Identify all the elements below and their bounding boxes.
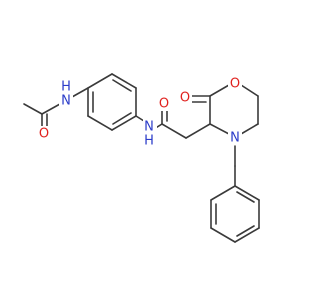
bond-ring-a-inner1 <box>112 79 132 92</box>
bond-ring-b-inner2 <box>236 225 255 237</box>
bond-n4-c3 <box>209 123 230 135</box>
atom-amide-n-left-symbol: N <box>61 94 71 109</box>
bond-ring-a2 <box>111 73 137 89</box>
bond-nh-ring-left <box>71 87 89 98</box>
atom-amide-o-left: O <box>37 126 51 142</box>
bond-ring-a-inner2 <box>112 112 132 125</box>
molecule-structure: H N O N H O O <box>23 73 260 243</box>
bond-ring-b-inner1 <box>236 191 255 203</box>
atom-label-layer: H N O N H O O <box>37 77 242 149</box>
bond-ring-b6 <box>210 185 236 201</box>
atom-amide-n-right-h: H <box>144 134 154 149</box>
bond-c2-o1 <box>209 84 230 97</box>
atom-ring-n-symbol: N <box>230 131 240 146</box>
atom-ring-o-symbol: O <box>230 77 240 92</box>
atom-amide-o-right-symbol: O <box>159 97 169 112</box>
bond-carbonyl-nh-left <box>41 103 61 115</box>
bond-ch2-c3 <box>185 123 211 139</box>
bond-ring-a4 <box>111 115 137 131</box>
bond-ring-nh-right <box>135 115 145 122</box>
atom-ring-n: N <box>228 131 242 146</box>
bond-ring-a5 <box>87 115 113 131</box>
atom-lactone-carbonyl-o-symbol: O <box>180 91 190 106</box>
atom-ring-o: O <box>228 77 242 92</box>
bond-ring-b3 <box>234 227 260 243</box>
atom-amide-n-right-symbol: N <box>144 120 154 135</box>
structure-canvas: H N O N H O O <box>23 73 260 243</box>
bond-methyl-carbonyl <box>23 103 43 115</box>
atom-amide-o-right: O <box>158 97 172 112</box>
atom-amide-n-left-h: H <box>61 80 71 95</box>
bond-ring-b1 <box>234 185 260 201</box>
atom-amide-o-left-symbol: O <box>39 127 49 142</box>
bond-o1-c6 <box>240 84 259 97</box>
atom-amide-n-right: N H <box>143 118 157 149</box>
bond-c5-n4 <box>240 123 259 135</box>
bond-ring-b4 <box>210 227 236 243</box>
bond-layer <box>23 73 260 243</box>
atom-amide-n-left: H N <box>59 80 73 109</box>
atom-lactone-carbonyl-o: O <box>178 91 192 106</box>
bond-amide-ch2 <box>161 123 187 139</box>
bond-ring-a1 <box>87 73 113 89</box>
